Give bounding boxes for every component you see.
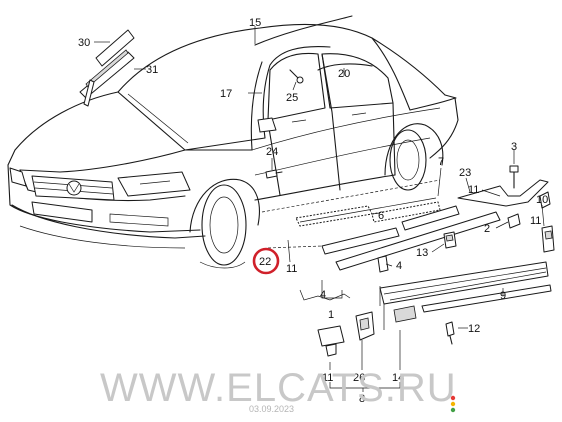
trim-strip-11b bbox=[401, 205, 460, 231]
callout-23: 23 bbox=[459, 167, 471, 179]
callout-14: 14 bbox=[392, 372, 404, 384]
callout-22-highlight-ring bbox=[252, 247, 280, 275]
callout-2: 2 bbox=[484, 223, 490, 235]
callout-10: 10 bbox=[536, 194, 548, 206]
callout-31: 31 bbox=[146, 64, 158, 76]
screw-24 bbox=[265, 169, 278, 179]
callout-11-left: 11 bbox=[286, 263, 297, 275]
callout-13: 13 bbox=[416, 247, 428, 259]
pillar-trim-30 bbox=[95, 29, 135, 67]
sill-panel-9 bbox=[379, 261, 549, 305]
roof-strip-15 bbox=[254, 15, 353, 46]
callout-25: 25 bbox=[286, 92, 298, 104]
status-dot-yellow bbox=[450, 401, 456, 407]
callout-20: 20 bbox=[338, 68, 350, 80]
trim-strip-11a bbox=[321, 227, 400, 255]
callout-30: 30 bbox=[78, 37, 90, 49]
clip-2 bbox=[507, 213, 521, 229]
callout-3: 3 bbox=[511, 141, 517, 153]
callout-4-right: 4 bbox=[396, 260, 402, 272]
status-dot-green bbox=[450, 407, 456, 413]
car-body bbox=[7, 23, 459, 269]
status-dots bbox=[450, 395, 456, 413]
callout-7: 7 bbox=[438, 156, 444, 168]
screw-3 bbox=[509, 165, 519, 173]
clip-4 bbox=[377, 255, 389, 273]
callout-4-left: 4 bbox=[320, 289, 326, 301]
callout-8: 8 bbox=[359, 393, 365, 405]
mounting-strip-7 bbox=[371, 201, 441, 223]
callout-9: 9 bbox=[500, 290, 506, 302]
leader-lines bbox=[94, 26, 545, 392]
callout-6: 6 bbox=[378, 210, 384, 222]
watermark: WWW.ELCATS.RU bbox=[100, 366, 457, 410]
window-channel-20 bbox=[317, 63, 373, 71]
callout-15: 15 bbox=[249, 17, 261, 29]
trim-strip-11c bbox=[335, 211, 501, 271]
screw-12 bbox=[445, 321, 455, 337]
status-dot-red bbox=[450, 395, 456, 401]
callout-26: 26 bbox=[353, 372, 365, 384]
callout-11-bottom: 11 bbox=[322, 372, 333, 384]
callout-11-right: 11 bbox=[530, 215, 541, 227]
date-stamp: 03.09.2023 bbox=[249, 404, 294, 414]
rail-23 bbox=[457, 179, 549, 207]
sill-strip-9 bbox=[421, 284, 552, 313]
callout-17: 17 bbox=[220, 88, 232, 100]
callout-1: 1 bbox=[328, 309, 334, 321]
callout-22: 22 bbox=[259, 256, 271, 268]
callout-labels: 30 31 15 20 17 25 24 3 7 23 11 10 11 6 2… bbox=[78, 17, 548, 405]
clip-11 bbox=[317, 325, 345, 347]
callout-12: 12 bbox=[468, 323, 480, 335]
parts bbox=[79, 15, 555, 357]
callout-11-upper: 11 bbox=[468, 184, 479, 196]
callout-24: 24 bbox=[266, 146, 278, 158]
